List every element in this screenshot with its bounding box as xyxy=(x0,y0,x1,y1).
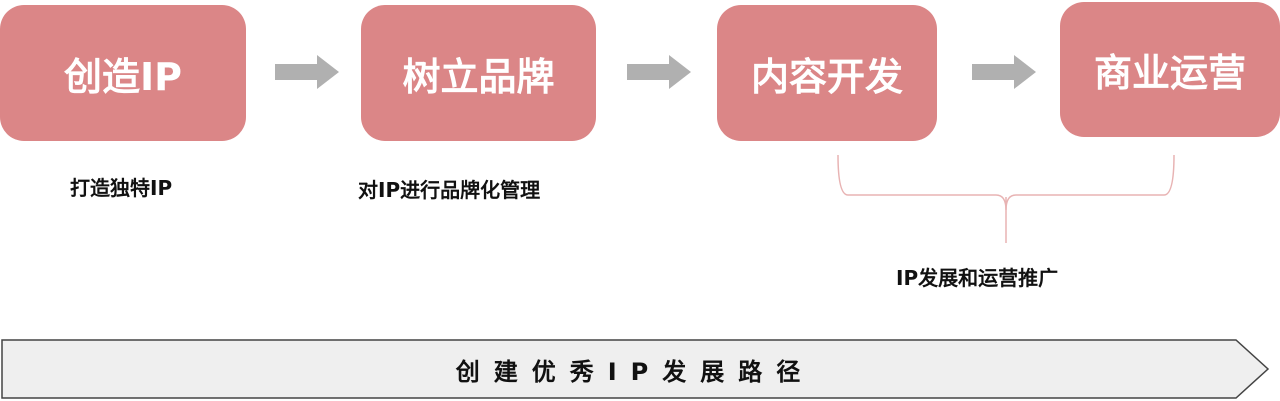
right-arrow-icon xyxy=(972,55,1036,89)
right-arrow-icon xyxy=(627,55,691,89)
banner-label: 创建优秀IP发展路径 xyxy=(455,357,815,386)
right-arrow-icon xyxy=(275,55,339,89)
step-caption-create-ip: 打造独特IP xyxy=(70,176,173,200)
group-caption: IP发展和运营推广 xyxy=(896,266,1059,290)
step-label: 树立品牌 xyxy=(402,54,555,99)
group-brace xyxy=(837,155,1175,243)
step-caption-build-brand: 对IP进行品牌化管理 xyxy=(358,178,541,202)
step-box-business-operation: 商业运营 xyxy=(1060,2,1280,137)
step-box-content-development: 内容开发 xyxy=(717,5,937,141)
step-box-build-brand: 树立品牌 xyxy=(361,5,596,141)
step-box-create-ip: 创造IP xyxy=(0,5,246,141)
step-label: 商业运营 xyxy=(1093,51,1246,95)
path-banner xyxy=(1,339,1270,399)
step-label: 内容开发 xyxy=(750,54,903,99)
step-label: 创造IP xyxy=(64,54,182,99)
